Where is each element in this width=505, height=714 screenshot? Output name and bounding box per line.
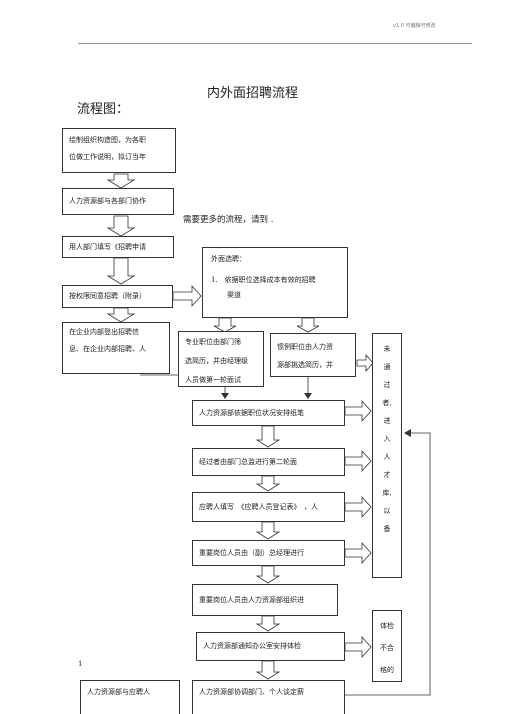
- box-external-selection-line1: 外面选聘：: [211, 255, 246, 263]
- more-process-note: 需要更多的流程，请到 .: [183, 215, 274, 225]
- header-code: v1.0 可编辑可修改: [393, 23, 436, 29]
- box-approval: 按权限同意招聘（附录）: [62, 285, 173, 308]
- arrow-b4-b5: [106, 307, 136, 323]
- talent-pool-char: 才: [383, 471, 391, 479]
- arrow-b9-b10: [255, 425, 281, 448]
- arrow-b2-b3: [106, 215, 136, 237]
- box-hr-applicant-text: 人力资源部与应聘人: [87, 688, 150, 696]
- box-external-selection: 外面选聘： 1. 依据职位选择成本有效的招聘 渠道: [202, 247, 348, 318]
- talent-pool-char: 备: [383, 525, 391, 533]
- box-hiring-request-text: 用人部门填写《招聘申请: [69, 243, 146, 251]
- box-written-test-text: 人力资源部依据职位状况安排纸笔: [199, 409, 304, 417]
- box-medical-fail-line3: 格的: [380, 666, 394, 674]
- box-hr-coordination-text: 人力资源部与各部门协作: [69, 197, 146, 205]
- box-second-interview-text: 经过者由部门总监进行第二轮面: [199, 458, 297, 466]
- talent-pool-char: 未: [383, 345, 391, 353]
- page-number: 1: [78, 660, 83, 668]
- box-registration-form: 应聘人填写 《应聘人员登记表》 ，人: [192, 492, 345, 522]
- box-talent-pool: [372, 333, 402, 578]
- box-external-selection-line2: 1. 依据职位选择成本有效的招聘: [211, 276, 316, 284]
- box-org-chart-line2: 位做工作说明，拟订当年: [69, 153, 146, 161]
- box-hr-coordination: 人力资源部与各部门协作: [62, 188, 174, 215]
- box-regular-screening: 惯例职位由人力资 源部挑选简历，并: [270, 333, 356, 377]
- box-org-chart: 绘制组织构造图，为各职 位做工作说明，拟订当年: [62, 128, 176, 173]
- box-internal-recruit: 在企业内部登出招聘信 息、在企业内部招聘、人: [62, 322, 170, 374]
- page-title: 内外面招聘流程: [206, 86, 298, 101]
- arrow-b8-side: [356, 353, 374, 373]
- box-internal-recruit-line2: 息、在企业内部招聘、人: [69, 345, 146, 353]
- box-professional-screening-line2: 选简历，并由经理级: [185, 357, 248, 365]
- box-hr-organize: 重要岗位人员由人力资源部组织进: [192, 584, 338, 616]
- box-professional-screening-line1: 专业职位由部门筛: [185, 338, 241, 346]
- box-salary-negotiation-text: 人力资源部协调部门、个人谈定薪: [199, 688, 304, 696]
- box-medical-exam: 人力资源部通知办公室安排体检: [196, 632, 345, 661]
- talent-pool-char: 通: [383, 363, 391, 371]
- box-professional-screening-line3: 人员做第一轮面试: [185, 376, 241, 384]
- box-hr-applicant: 人力资源部与应聘人: [80, 680, 180, 714]
- talent-pool-char: 过: [383, 381, 391, 389]
- box-regular-screening-line1: 惯例职位由人力资: [277, 343, 333, 351]
- arrow-b10-b11: [255, 475, 281, 492]
- box-gm-interview-text: 重要岗位人员由（副）总经理进行: [199, 549, 304, 557]
- arrow-b14-b17: [255, 660, 281, 680]
- box-external-selection-line3: 渠道: [227, 291, 241, 299]
- box-second-interview: 经过者由部门总监进行第二轮面: [192, 448, 345, 476]
- header-rule: [78, 43, 472, 44]
- arrow-b12-b13: [255, 565, 281, 584]
- arrow-b1-b2: [106, 173, 136, 189]
- box-medical-fail: 体检 不合 格的: [372, 610, 402, 682]
- arrow-b10-side: [344, 449, 372, 473]
- talent-pool-char: 者,: [382, 399, 392, 407]
- box-internal-recruit-line1: 在企业内部登出招聘信: [69, 328, 139, 336]
- box-approval-text: 按权限同意招聘（附录）: [69, 292, 146, 300]
- talent-pool-text: 未 通 过 者, 进 入 人 才 库, 以 备: [381, 340, 393, 538]
- arrow-b14-b15: [344, 635, 372, 659]
- arrow-b6-b8: [296, 317, 320, 333]
- box-written-test: 人力资源部依据职位状况安排纸笔: [192, 400, 345, 426]
- box-gm-interview: 重要岗位人员由（副）总经理进行: [192, 540, 345, 566]
- talent-pool-char: 入: [383, 435, 391, 443]
- box-medical-exam-text: 人力资源部通知办公室安排体检: [203, 642, 301, 650]
- talent-pool-char: 库,: [382, 489, 392, 497]
- arrow-b4-b6: [172, 284, 202, 308]
- box-org-chart-line1: 绘制组织构造图，为各职: [69, 136, 146, 144]
- box-medical-fail-line2: 不合: [380, 644, 394, 652]
- box-salary-negotiation: 人力资源部协调部门、个人谈定薪: [192, 680, 345, 714]
- box-medical-fail-line1: 体检: [380, 622, 394, 630]
- arrow-b12-side: [344, 541, 372, 565]
- talent-pool-char: 进: [383, 417, 391, 425]
- arrow-b3-b4: [106, 257, 136, 285]
- talent-pool-char: 以: [383, 507, 391, 515]
- arrow-b13-b14: [255, 615, 281, 632]
- arrow-b9-side: [344, 399, 372, 423]
- talent-pool-char: 人: [383, 453, 391, 461]
- box-registration-form-text: 应聘人填写 《应聘人员登记表》 ，人: [199, 503, 318, 511]
- section-subtitle: 流程图：: [77, 102, 130, 117]
- arrow-b6-b7: [213, 317, 237, 333]
- box-hr-organize-text: 重要岗位人员由人力资源部组织进: [199, 596, 304, 604]
- arrow-b11-side: [344, 495, 372, 519]
- box-hiring-request: 用人部门填写《招聘申请: [62, 236, 174, 258]
- arrow-b11-b12: [255, 521, 281, 540]
- box-professional-screening: 专业职位由部门筛 选简历，并由经理级 人员做第一轮面试: [178, 331, 264, 387]
- box-regular-screening-line2: 源部挑选简历，并: [277, 361, 333, 369]
